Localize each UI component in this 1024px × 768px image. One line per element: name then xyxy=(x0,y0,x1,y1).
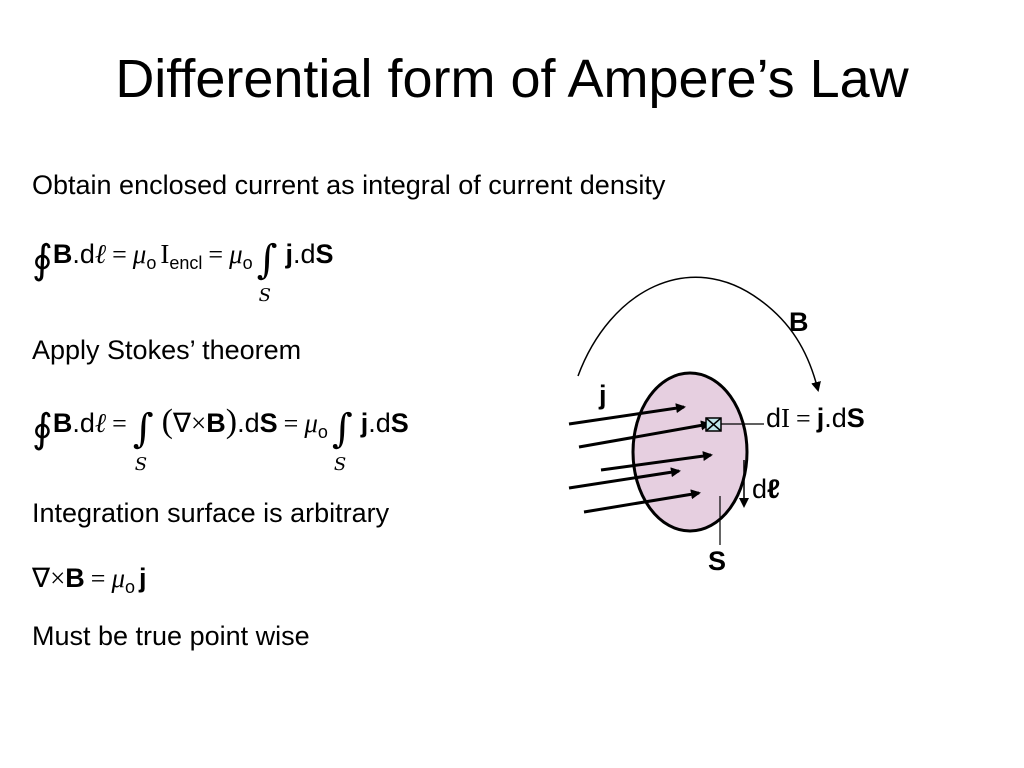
dI-I: I xyxy=(781,403,791,433)
current-arrow-5 xyxy=(583,489,701,514)
vector-j: j xyxy=(360,408,369,438)
dI-j: j xyxy=(816,403,825,433)
dI-dot-d: .d xyxy=(824,403,847,433)
contour-integral-symbol: ∮ xyxy=(32,237,53,283)
subscript-o: o xyxy=(317,422,328,442)
dl-d: d xyxy=(752,474,768,504)
surface-integral-symbol-2: ∫S xyxy=(332,409,353,475)
vector-B: B xyxy=(52,239,73,269)
equals-sign: = xyxy=(112,409,127,438)
vector-B-2: B xyxy=(206,408,226,438)
current-arrow-1 xyxy=(568,403,686,426)
vector-S: S xyxy=(315,239,334,269)
vector-j: j xyxy=(139,563,147,593)
subscript-o: o xyxy=(146,253,157,273)
dot-d-2: .d xyxy=(293,239,316,269)
surface-ellipse xyxy=(631,371,749,533)
nabla-symbol: ∇ xyxy=(172,408,192,438)
dot-d-3: .d xyxy=(368,408,391,438)
dl-ell: ℓ xyxy=(767,474,781,504)
times-symbol: × xyxy=(50,563,66,593)
label-B: B xyxy=(789,307,809,337)
vector-S-2: S xyxy=(390,408,409,438)
ell-symbol: ℓ xyxy=(94,239,107,269)
b-field-curve xyxy=(577,276,821,392)
right-paren: ) xyxy=(225,403,238,440)
text-line-point-wise: Must be true point wise xyxy=(32,621,310,651)
integral-limit-S: S xyxy=(258,285,271,306)
subscript-o: o xyxy=(125,577,136,597)
slide-title: Differential form of Ampere’s Law xyxy=(115,49,909,109)
dI-d: d xyxy=(766,403,782,433)
equals-sign: = xyxy=(90,564,106,593)
current-arrow-3 xyxy=(600,451,713,472)
vector-j: j xyxy=(285,239,294,269)
label-S: S xyxy=(708,546,727,576)
equals-sign-2: = xyxy=(283,409,299,438)
mu-symbol-2: μ xyxy=(229,239,243,269)
label-dI-equation: dI=j.dS xyxy=(766,403,865,434)
surface-element-cross-2 xyxy=(705,417,722,432)
left-paren: ( xyxy=(161,403,173,440)
integral-limit-S-2: S xyxy=(333,454,347,475)
integral-limit-S: S xyxy=(134,454,148,475)
dot-d: .d xyxy=(72,408,95,438)
dot-d-2: .d xyxy=(237,408,260,438)
vector-B: B xyxy=(52,408,73,438)
vector-S: S xyxy=(259,408,278,438)
surface-integral-symbol: ∫S xyxy=(133,409,154,475)
subscript-encl: encl xyxy=(169,253,203,273)
ell-symbol: ℓ xyxy=(94,408,107,438)
nabla-symbol: ∇ xyxy=(32,563,51,593)
subscript-o-2: o xyxy=(242,253,253,273)
dot-d: .d xyxy=(72,239,95,269)
mu-symbol: μ xyxy=(132,239,147,269)
mu-symbol: μ xyxy=(304,408,318,438)
text-line-arbitrary-surface: Integration surface is arbitrary xyxy=(32,498,390,528)
current-arrow-2 xyxy=(578,420,711,449)
mu-symbol: μ xyxy=(111,563,126,593)
dI-S: S xyxy=(846,403,865,433)
label-dl: dℓ xyxy=(752,474,780,505)
text-line-stokes: Apply Stokes’ theorem xyxy=(32,335,302,365)
surface-integral-symbol: ∫S xyxy=(257,240,278,306)
times-symbol: × xyxy=(191,408,207,438)
current-I: I xyxy=(160,239,170,269)
equals-sign: = xyxy=(112,240,127,269)
dI-equals: = xyxy=(796,404,811,433)
text-line-enclosed-current: Obtain enclosed current as integral of c… xyxy=(32,170,666,200)
vector-B: B xyxy=(65,563,85,593)
equals-sign-2: = xyxy=(208,240,224,269)
contour-integral-symbol: ∮ xyxy=(32,406,53,452)
current-arrow-4 xyxy=(568,467,681,490)
label-j: j xyxy=(599,380,607,410)
